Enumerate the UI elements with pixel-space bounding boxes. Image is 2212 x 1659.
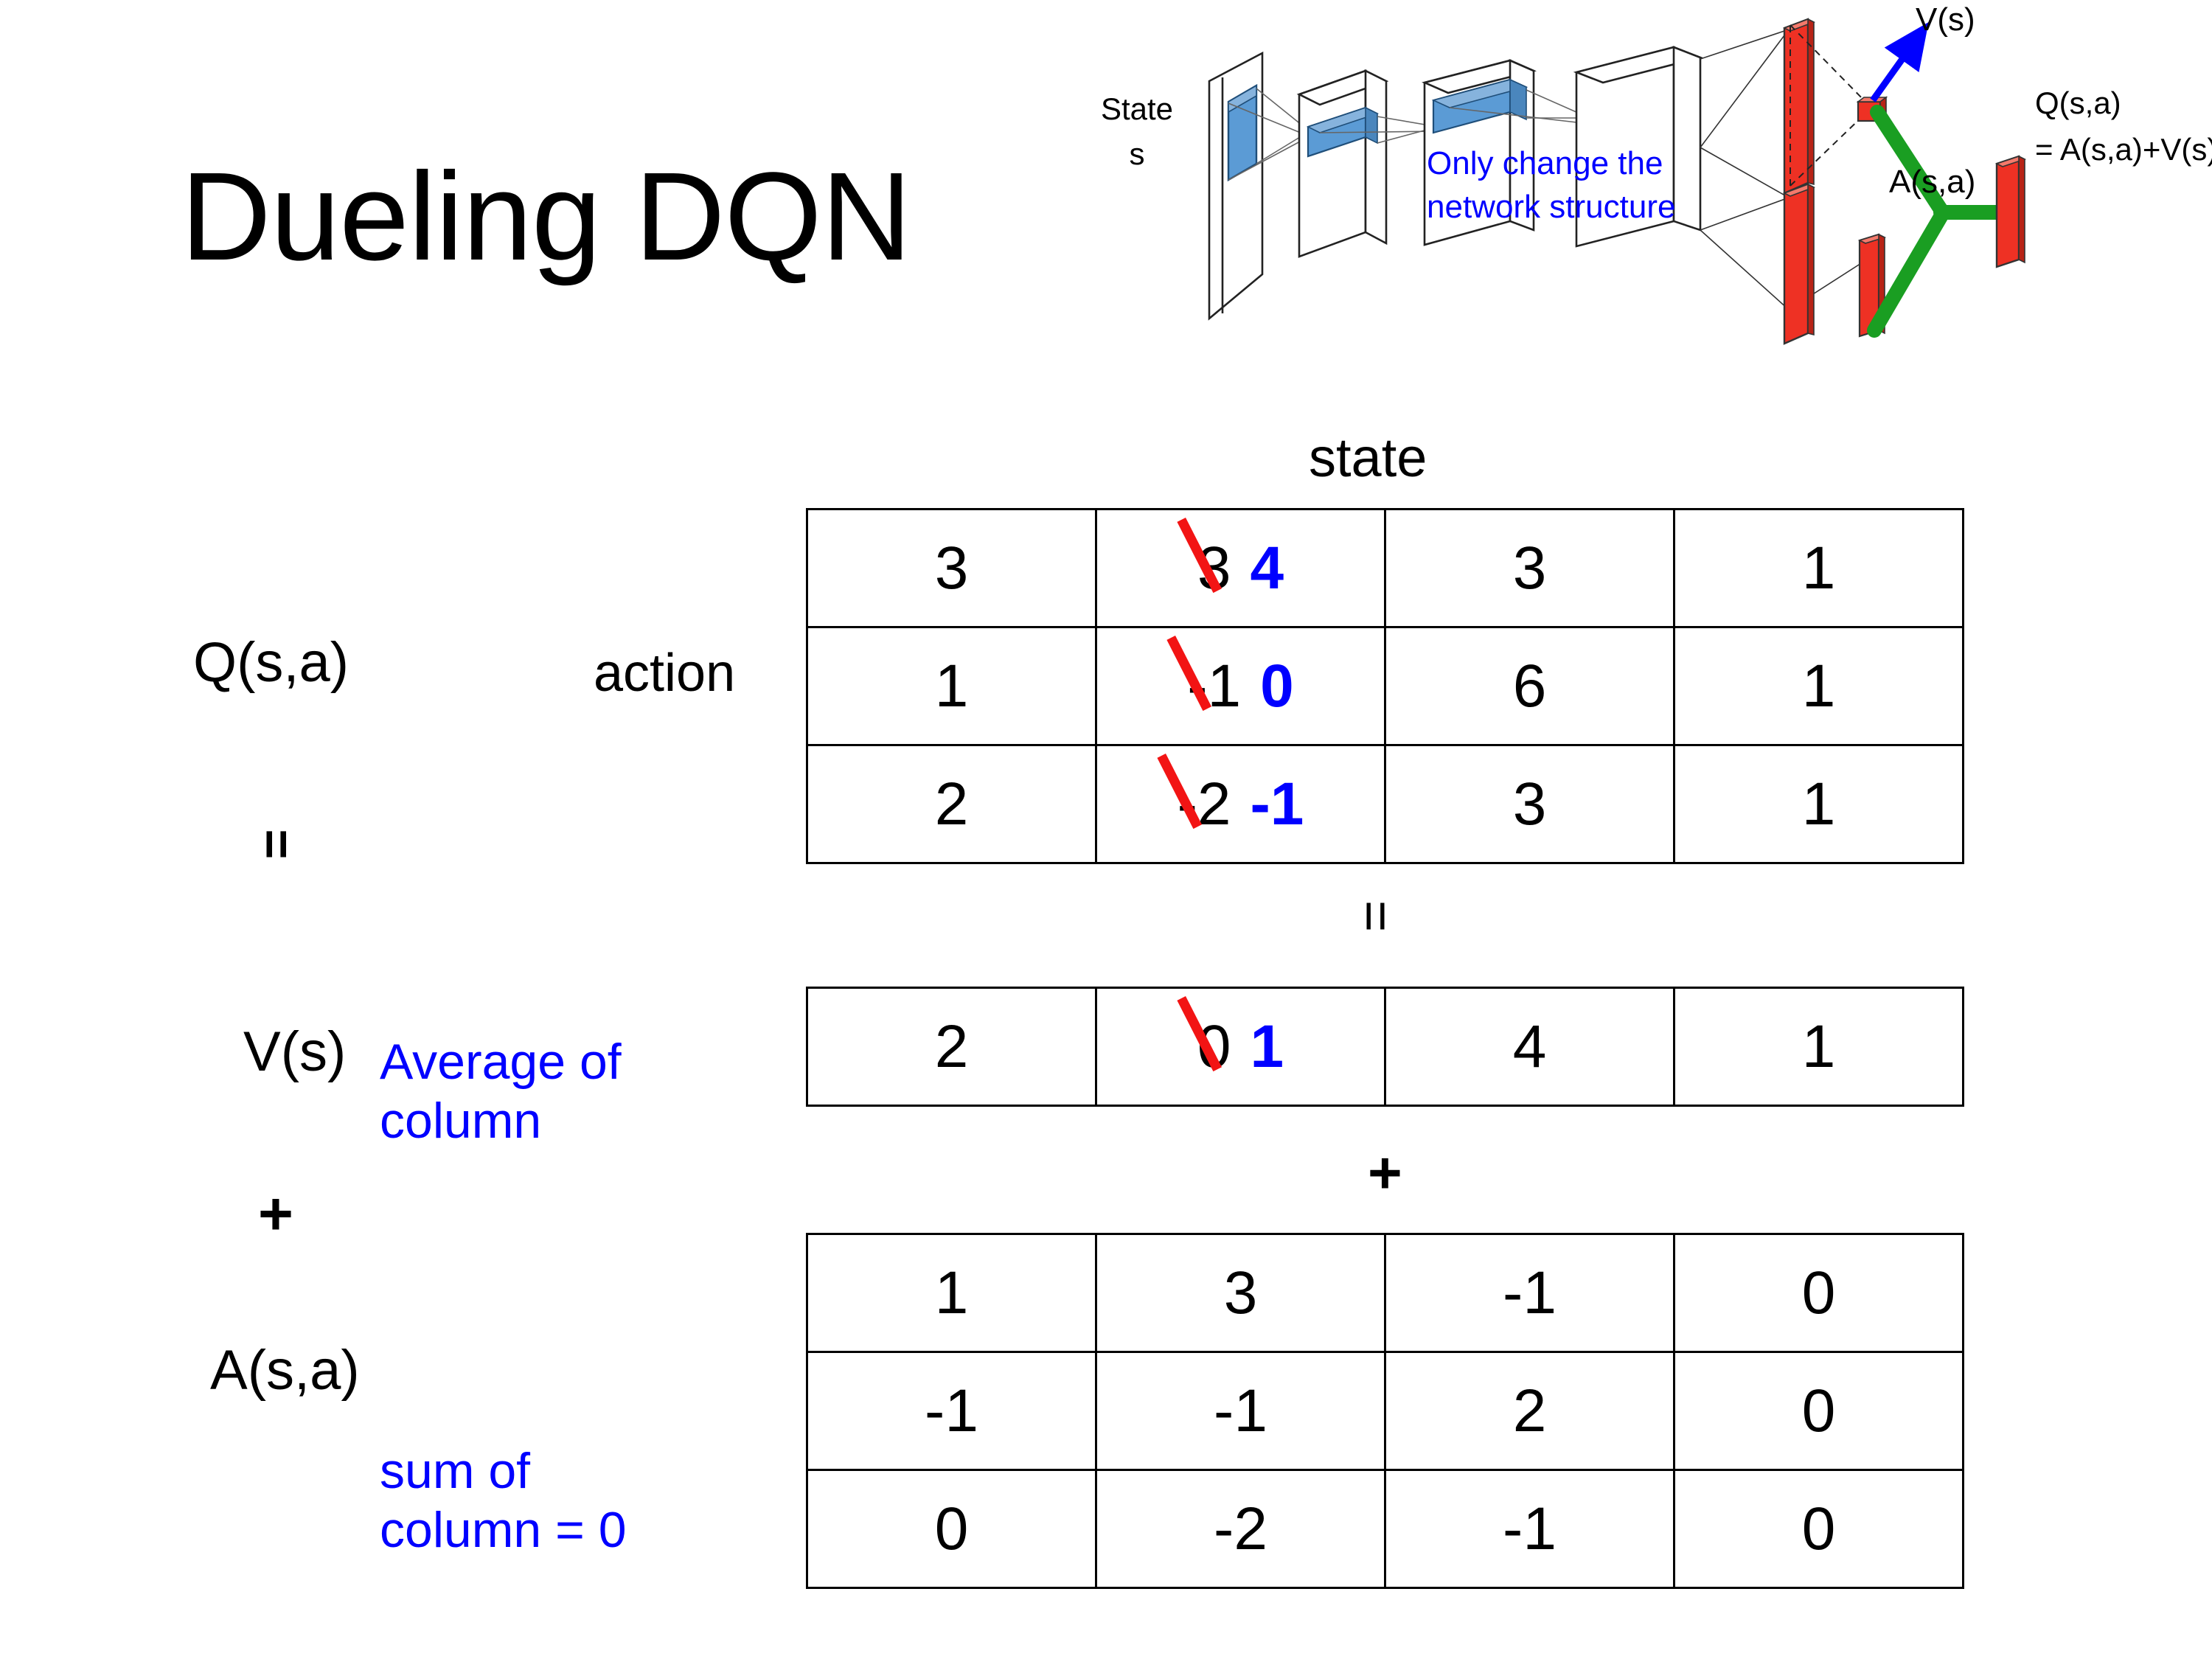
cell-value: 1: [934, 1259, 969, 1326]
cell-value: 3: [1512, 534, 1547, 602]
q-cell-1-3[interactable]: 1: [1673, 626, 1964, 746]
figure-value-stream-label: V(s): [1916, 1, 1975, 38]
dueling-network-figure: State s Only change the network structur…: [1091, 0, 2212, 413]
cell-value: 0: [934, 1495, 969, 1562]
figure-input-label: State s: [1093, 87, 1181, 177]
a-cell-0-1[interactable]: 3: [1095, 1233, 1386, 1353]
figure-advantage-stream-label: A(s,a): [1889, 164, 1976, 200]
figure-output-label-line2: = A(s,a)+V(s): [2035, 132, 2212, 167]
cell-value: 2: [934, 770, 969, 838]
plus-operator-left: +: [258, 1180, 293, 1248]
cell-value: 1: [1801, 534, 1836, 602]
q-cell-0-2[interactable]: 3: [1384, 508, 1675, 628]
q-cell-2-0[interactable]: 2: [806, 744, 1097, 864]
figure-note: Only change the network structure: [1427, 145, 1676, 226]
new-value: 1: [1250, 1012, 1284, 1080]
corrected-value: 0 1: [1197, 1012, 1284, 1082]
v-cell-0-3[interactable]: 1: [1673, 987, 1964, 1107]
a-cell-2-2[interactable]: -1: [1384, 1469, 1675, 1589]
page-title: Dueling DQN: [181, 147, 911, 287]
table-row: 0 -2 -1 0: [806, 1469, 1964, 1589]
table-row: 3 3 4 3 1: [806, 508, 1964, 628]
figure-output-label-line1: Q(s,a): [2035, 86, 2121, 120]
cell-value: 3: [1512, 770, 1547, 838]
v-cell-0-2[interactable]: 4: [1384, 987, 1675, 1107]
a-cell-0-0[interactable]: 1: [806, 1233, 1097, 1353]
state-axis-label: state: [1309, 427, 1427, 488]
v-function-label: V(s): [243, 1020, 347, 1083]
table-row: 2 0 1 4 1: [806, 987, 1964, 1107]
struck-old-value: 0: [1197, 1012, 1231, 1080]
sum-of-column-note: sum of column = 0: [380, 1443, 627, 1559]
cell-value: 2: [934, 1012, 969, 1080]
q-cell-1-1[interactable]: -1 0: [1095, 626, 1386, 746]
q-function-label: Q(s,a): [193, 631, 349, 694]
figure-input-label-line2: s: [1129, 136, 1145, 171]
figure-output-label: Q(s,a) = A(s,a)+V(s): [2035, 80, 2212, 173]
q-value-table: 3 3 4 3 1 1 -1 0 6 1 2: [806, 508, 1964, 864]
equals-operator-left: =: [248, 829, 306, 860]
a-function-label: A(s,a): [210, 1339, 360, 1402]
cell-value: -1: [925, 1377, 978, 1444]
cell-value: 0: [1801, 1495, 1836, 1562]
v-cell-0-0[interactable]: 2: [806, 987, 1097, 1107]
corrected-value: 3 4: [1197, 534, 1284, 603]
cell-value: 2: [1512, 1377, 1547, 1444]
struck-old-value: 3: [1197, 534, 1231, 602]
q-cell-1-2[interactable]: 6: [1384, 626, 1675, 746]
table-row: 1 3 -1 0: [806, 1233, 1964, 1353]
a-cell-2-1[interactable]: -2: [1095, 1469, 1386, 1589]
a-value-table: 1 3 -1 0 -1 -1 2 0 0 -2 -1 0: [806, 1233, 1964, 1589]
corrected-value: -1 0: [1187, 652, 1294, 721]
q-cell-2-3[interactable]: 1: [1673, 744, 1964, 864]
cell-value: 1: [1801, 652, 1836, 720]
a-cell-1-1[interactable]: -1: [1095, 1351, 1386, 1471]
new-value: 0: [1260, 652, 1294, 720]
a-cell-2-0[interactable]: 0: [806, 1469, 1097, 1589]
cell-value: 1: [934, 652, 969, 720]
cell-value: 3: [934, 534, 969, 602]
a-cell-1-3[interactable]: 0: [1673, 1351, 1964, 1471]
cell-value: 0: [1801, 1259, 1836, 1326]
corrected-value: -2 -1: [1178, 770, 1304, 839]
table-row: 1 -1 0 6 1: [806, 626, 1964, 746]
cell-value: 6: [1512, 652, 1547, 720]
q-cell-2-1[interactable]: -2 -1: [1095, 744, 1386, 864]
cell-value: 1: [1801, 770, 1836, 838]
a-cell-1-0[interactable]: -1: [806, 1351, 1097, 1471]
new-value: -1: [1250, 770, 1304, 838]
struck-old-value: -1: [1187, 652, 1242, 720]
average-of-column-note: Average of column: [380, 1034, 622, 1150]
a-cell-0-3[interactable]: 0: [1673, 1233, 1964, 1353]
a-cell-1-2[interactable]: 2: [1384, 1351, 1675, 1471]
cell-value: -1: [1503, 1495, 1557, 1562]
v-value-table: 2 0 1 4 1: [806, 987, 1964, 1107]
q-cell-1-0[interactable]: 1: [806, 626, 1097, 746]
cell-value: -1: [1214, 1377, 1267, 1444]
plus-operator-center: +: [1368, 1140, 1402, 1206]
table-row: 2 -2 -1 3 1: [806, 744, 1964, 864]
a-cell-2-3[interactable]: 0: [1673, 1469, 1964, 1589]
cell-value: -2: [1214, 1495, 1267, 1562]
table-row: -1 -1 2 0: [806, 1351, 1964, 1471]
q-cell-0-3[interactable]: 1: [1673, 508, 1964, 628]
cell-value: 1: [1801, 1012, 1836, 1080]
q-cell-0-0[interactable]: 3: [806, 508, 1097, 628]
cell-value: 0: [1801, 1377, 1836, 1444]
new-value: 4: [1250, 534, 1284, 602]
q-cell-2-2[interactable]: 3: [1384, 744, 1675, 864]
cell-value: 4: [1512, 1012, 1547, 1080]
struck-old-value: -2: [1177, 770, 1231, 838]
cell-value: -1: [1503, 1259, 1557, 1326]
v-cell-0-1[interactable]: 0 1: [1095, 987, 1386, 1107]
action-axis-label: action: [594, 644, 736, 703]
equals-operator-center: =: [1346, 900, 1408, 933]
cell-value: 3: [1223, 1259, 1258, 1326]
a-cell-0-2[interactable]: -1: [1384, 1233, 1675, 1353]
figure-input-label-line1: State: [1100, 91, 1174, 126]
q-cell-0-1[interactable]: 3 4: [1095, 508, 1386, 628]
